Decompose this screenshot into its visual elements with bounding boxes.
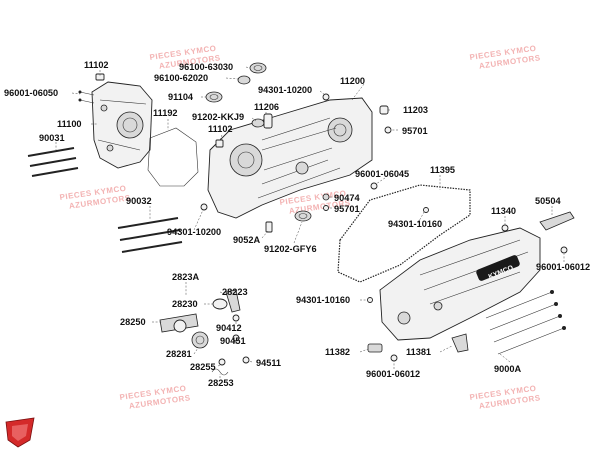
label-96001-06012b: 96001-06012 (366, 369, 420, 379)
oil-seal-91202-kkj9 (251, 118, 265, 128)
part-11381 (451, 333, 469, 353)
label-28223: 28223 (222, 287, 248, 297)
label-95701b: 95701 (334, 204, 360, 214)
label-28281: 28281 (166, 349, 192, 359)
right-crankcase-half (207, 97, 373, 219)
label-28253: 28253 (208, 378, 234, 388)
part-11203 (379, 105, 389, 115)
studs-90032 (117, 217, 183, 253)
label-50504: 50504 (535, 196, 561, 206)
bolt-96001-06012b (390, 354, 398, 362)
oil-seal-91202-gfy6 (294, 210, 312, 222)
bolt-94301-10200b (200, 203, 208, 211)
label-11206: 11206 (254, 102, 279, 112)
cover-gasket-11395 (337, 184, 471, 283)
label-91202-gfy6: 91202-GFY6 (264, 244, 317, 254)
label-94301-10200a: 94301-10200 (258, 85, 312, 95)
label-90032: 90032 (126, 196, 152, 206)
label-90451: 90451 (220, 336, 246, 346)
transmission-cover: KYMCO (379, 227, 541, 341)
label-11102b: 11102 (208, 124, 233, 134)
label-94301-10160a: 94301-10160 (388, 219, 442, 229)
dowel-pin-11102b (215, 139, 224, 148)
kick-gear-28281 (191, 331, 209, 349)
part-11206 (263, 113, 273, 129)
label-11381: 11381 (406, 347, 431, 357)
label-28230: 28230 (172, 299, 198, 309)
bolt-94301-10200a (322, 93, 330, 101)
kickstart-shaft-28250 (159, 313, 199, 333)
bearing-91104 (205, 91, 223, 103)
label-11102a: 11102 (84, 60, 109, 70)
washer-90412 (232, 314, 240, 322)
studs-90031 (27, 147, 79, 177)
label-96001-06045: 96001-06045 (355, 169, 409, 179)
gasket-11192 (147, 127, 199, 187)
label-90412: 90412 (216, 323, 242, 333)
label-11192: 11192 (153, 108, 178, 118)
bearing-96100-62020 (237, 75, 251, 85)
label-94511: 94511 (256, 358, 281, 368)
left-crankcase-half (91, 81, 153, 169)
brand-shield-logo (5, 417, 35, 448)
label-96001-06012a: 96001-06012 (536, 262, 590, 272)
label-95701a: 95701 (402, 126, 428, 136)
label-96100-62020: 96100-62020 (154, 73, 208, 83)
label-11203: 11203 (403, 105, 428, 115)
label-96001-06050: 96001-06050 (4, 88, 58, 98)
oil-seal-96100-63030 (249, 62, 267, 74)
part-11382 (367, 343, 383, 353)
bolts-96001-06050 (78, 90, 95, 104)
spring-28253 (211, 368, 229, 376)
leader-lines (55, 66, 565, 378)
label-90474: 90474 (334, 193, 360, 203)
bolt-96001-06045 (370, 182, 378, 190)
bolt-90474 (322, 193, 330, 201)
part-9052a (265, 221, 273, 233)
kymco-badge (476, 255, 520, 281)
label-91202-kkj9: 91202-KKJ9 (192, 112, 244, 122)
label-11200: 11200 (340, 76, 365, 86)
label-94301-10200b: 94301-10200 (167, 227, 221, 237)
bolt-set-9000a (485, 290, 566, 355)
label-11340: 11340 (491, 206, 516, 216)
label-11382: 11382 (325, 347, 350, 357)
kick-lever-28223 (225, 289, 241, 313)
part-labels: 11102 96001-06050 11100 90031 11192 9610… (4, 60, 590, 388)
label-11395: 11395 (430, 165, 455, 175)
label-94301-10160b: 94301-10160 (296, 295, 350, 305)
label-11100: 11100 (57, 119, 82, 129)
label-28255: 28255 (190, 362, 216, 372)
label-9052a: 9052A (233, 235, 260, 245)
bolt-96001-06012a (560, 246, 568, 254)
washer-28255 (218, 358, 226, 366)
label-90031: 90031 (39, 133, 65, 143)
label-9000a: 9000A (494, 364, 521, 374)
bolt-94301-10160a (423, 207, 429, 213)
label-91104: 91104 (168, 92, 194, 102)
clip-90451 (232, 334, 240, 342)
part-11340 (501, 224, 509, 232)
label-2823a: 2823A (172, 272, 199, 282)
washer-95701a (384, 126, 392, 134)
label-28250: 28250 (120, 317, 146, 327)
label-96100-63030: 96100-63030 (179, 62, 233, 72)
bracket-50504 (539, 211, 575, 231)
bolt-94301-10160b (367, 297, 373, 303)
spring-28230 (212, 298, 228, 310)
pin-94511 (242, 356, 250, 364)
washer-95701b (323, 205, 329, 211)
